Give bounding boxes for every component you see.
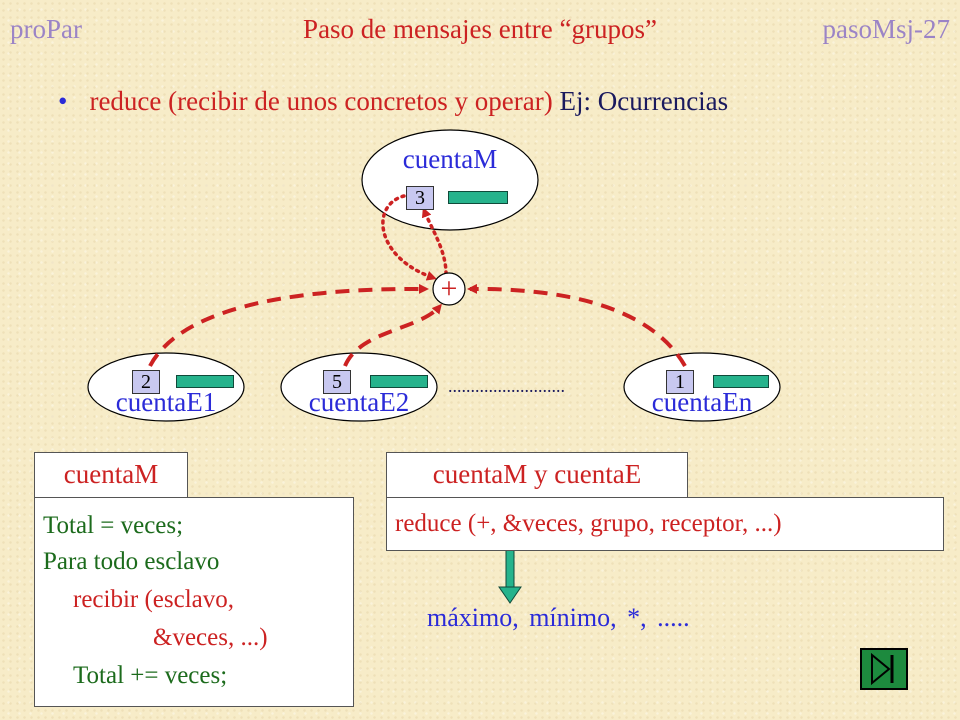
arrow-plus-to-master [421, 207, 448, 276]
panel-left-tab: cuentaM [34, 452, 188, 498]
master-buffer-bar [448, 191, 508, 204]
plus-operator: + [440, 272, 458, 305]
arrow-en-to-plus [467, 283, 687, 367]
bullet-example: Ej: Ocurrencias [559, 86, 729, 116]
panel-left-code: Total = veces; Para todo esclavo recibir… [34, 497, 354, 707]
code-line-1: Total = veces; [43, 512, 184, 539]
code-line-5: Total += veces; [73, 662, 228, 689]
panel-right-code: reduce (+, &veces, grupo, receptor, ...) [386, 497, 944, 551]
slide-id: pasoMsj-27 [822, 14, 951, 44]
bullet-marker: • [58, 86, 68, 116]
arrow-e1-to-plus [148, 283, 429, 367]
master-label: cuentaM [402, 144, 498, 174]
bullet-description: (recibir de unos concretos y operar) [168, 86, 553, 116]
panel-right-tab: cuentaM y cuentaE [386, 452, 688, 498]
operations-list: máximo, mínimo, *, ..... [427, 603, 690, 632]
worker-2-value: 5 [323, 370, 351, 394]
code-line-3: recibir (esclavo, [73, 586, 235, 613]
arrow-e2-to-plus [343, 303, 442, 367]
worker-2-label: cuentaE2 [308, 387, 410, 417]
worker-1-buffer-bar [176, 375, 234, 388]
reduce-call: reduce (+, &veces, grupo, receptor, ...) [395, 510, 782, 537]
result-arrow-shaft [505, 547, 515, 589]
course-label: proPar [10, 14, 82, 44]
result-arrow-head [498, 586, 522, 604]
worker-n-label: cuentaEn [651, 387, 753, 417]
arrow-master-to-plus [381, 194, 437, 281]
worker-node-2 [280, 352, 438, 422]
bullet-function: reduce [89, 86, 162, 116]
code-line-2: Para todo esclavo [43, 548, 220, 575]
worker-node-1 [87, 352, 245, 422]
code-line-4: &veces, ...) [153, 624, 268, 651]
bullet-line: • reduce (recibir de unos concretos y ope… [58, 86, 728, 117]
more-workers-dots: .......................... [448, 376, 565, 396]
master-value: 3 [406, 186, 434, 210]
slide-title: Paso de mensajes entre “grupos” [303, 14, 657, 44]
worker-1-label: cuentaE1 [115, 387, 217, 417]
skip-forward-icon [871, 652, 894, 686]
next-slide-button[interactable] [860, 648, 908, 690]
worker-n-value: 1 [666, 370, 694, 394]
worker-node-n [623, 352, 781, 422]
plus-operator-node [432, 272, 466, 306]
worker-2-buffer-bar [370, 375, 428, 388]
worker-n-buffer-bar [713, 375, 769, 388]
worker-1-value: 2 [132, 370, 160, 394]
